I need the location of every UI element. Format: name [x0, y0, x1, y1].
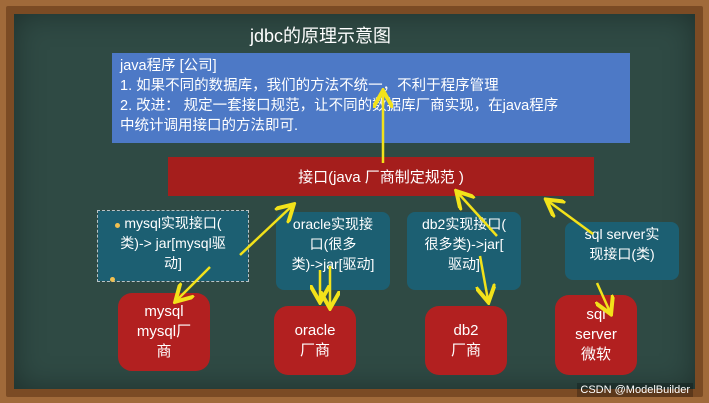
- java-program-box: java程序 [公司] 1. 如果不同的数据库，我们的方法不统一，不利于程序管理…: [112, 53, 630, 143]
- sqlserver-vendor-box: sql server 微软: [555, 295, 637, 375]
- db2-impl-line-2: 很多类)->jar[: [424, 236, 504, 252]
- sqlserver-vendor-line-1: sql: [586, 306, 606, 323]
- oracle-impl-line-1: oracle实现接: [292, 216, 374, 232]
- db2-impl-line-1: db2实现接口(: [421, 216, 507, 232]
- watermark: CSDN @ModelBuilder: [577, 383, 693, 397]
- sqlserver-impl-line-2: 现接口(类): [589, 246, 655, 262]
- mysql-impl-line-2: 类)-> jar[mysql驱: [120, 235, 226, 251]
- java-box-line-4: 中统计调用接口的方法即可.: [120, 118, 299, 134]
- mysql-vendor-line-2: mysql厂: [136, 323, 192, 340]
- selection-handle[interactable]: [115, 223, 120, 228]
- db2-vendor-box: db2 厂商: [425, 306, 507, 375]
- sqlserver-impl-line-1: sql server实: [584, 226, 660, 242]
- oracle-implementation-box: oracle实现接 口(很多 类)->jar[驱动]: [276, 212, 390, 290]
- mysql-vendor-box: mysql mysql厂 商: [118, 293, 210, 371]
- sqlserver-vendor-line-3: 微软: [580, 346, 611, 363]
- db2-implementation-box: db2实现接口( 很多类)->jar[ 驱动]: [407, 212, 521, 290]
- oracle-vendor-line-2: 厂商: [299, 341, 330, 359]
- java-box-line-3: 2. 改进： 规定一套接口规范，让不同的数据库厂商实现，在java程序: [120, 98, 559, 114]
- mysql-vendor-line-1: mysql: [144, 303, 184, 320]
- mysql-implementation-box: mysql实现接口( 类)-> jar[mysql驱 动]: [97, 210, 249, 282]
- mysql-impl-line-1: mysql实现接口(: [124, 215, 222, 231]
- oracle-vendor-box: oracle 厂商: [274, 306, 356, 375]
- db2-vendor-line-1: db2: [453, 321, 479, 339]
- mysql-impl-line-3: 动]: [164, 255, 182, 271]
- db2-vendor-line-2: 厂商: [450, 341, 481, 359]
- diagram-title: jdbc的原理示意图: [250, 26, 392, 46]
- db2-impl-line-3: 驱动]: [448, 256, 480, 272]
- selection-handle[interactable]: [110, 277, 115, 282]
- oracle-vendor-line-1: oracle: [294, 321, 336, 339]
- sqlserver-implementation-box: sql server实 现接口(类): [565, 222, 679, 280]
- mysql-vendor-line-3: 商: [156, 343, 172, 360]
- interface-box: 接口(java 厂商制定规范 ): [168, 157, 594, 196]
- oracle-impl-line-3: 类)->jar[驱动]: [291, 256, 375, 272]
- oracle-impl-line-2: 口(很多: [309, 236, 357, 252]
- sqlserver-vendor-line-2: server: [575, 326, 617, 343]
- java-box-line-1: java程序 [公司]: [120, 58, 217, 74]
- java-box-line-2: 1. 如果不同的数据库，我们的方法不统一，不利于程序管理: [120, 78, 499, 94]
